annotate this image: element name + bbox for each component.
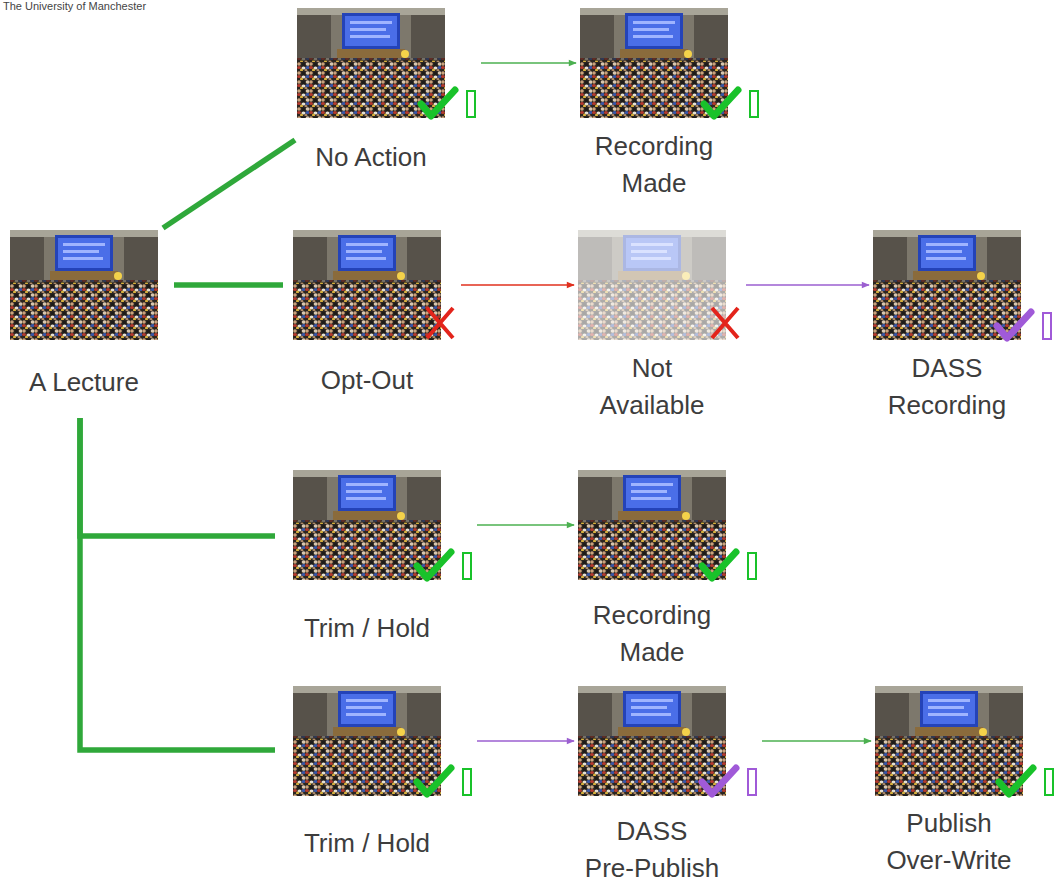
- caption-line: Available: [578, 387, 726, 424]
- lecture-hall-image: [293, 230, 441, 340]
- caption-line: Recording: [580, 128, 728, 165]
- node-caption: DASS Recording: [873, 350, 1021, 424]
- caption-line: DASS: [873, 350, 1021, 387]
- lecture-photo: [10, 230, 158, 342]
- caption-line: Recording: [578, 597, 726, 634]
- node-caption: Opt-Out: [293, 362, 441, 399]
- lecture-hall-image: [578, 230, 726, 340]
- caption-line: Made: [578, 634, 726, 671]
- connector-line: [746, 284, 869, 285]
- connector-line: [762, 740, 871, 741]
- lecture-photo: [580, 8, 762, 120]
- lecture-photo: [578, 686, 760, 798]
- status-mark: [702, 552, 756, 579]
- lecture-hall-image: [10, 230, 158, 340]
- status-mark: [999, 768, 1053, 795]
- status-mark: [417, 768, 471, 795]
- lecture-node: Not Available: [578, 230, 744, 424]
- node-caption: Recording Made: [578, 597, 726, 671]
- lecture-node: Recording Made: [578, 470, 760, 671]
- node-caption: Not Available: [578, 350, 726, 424]
- connector-line: [481, 62, 576, 63]
- caption-line: DASS: [578, 813, 726, 850]
- lecture-photo: [578, 230, 744, 342]
- node-caption: Recording Made: [580, 128, 728, 202]
- status-mark: [712, 308, 738, 338]
- node-caption: Publish Over-Write: [875, 805, 1023, 879]
- connector-line: [477, 740, 574, 741]
- status-mark: [427, 308, 453, 338]
- status-mark: [417, 552, 471, 579]
- caption-line: Made: [580, 165, 728, 202]
- connector-line: [174, 282, 283, 288]
- caption-line: Over-Write: [875, 842, 1023, 879]
- caption-line: Publish: [875, 805, 1023, 842]
- lecture-photo: [293, 470, 475, 582]
- lecture-node: DASS Pre-Publish: [578, 686, 760, 886]
- lecture-node: Recording Made: [580, 8, 762, 202]
- caption-line: Recording: [873, 387, 1021, 424]
- node-caption: A Lecture: [10, 364, 158, 401]
- lecture-node: Opt-Out: [293, 230, 459, 399]
- lecture-node: No Action: [297, 8, 479, 176]
- lecture-node: Trim / Hold: [293, 686, 475, 862]
- lecture-node: Trim / Hold: [293, 470, 475, 647]
- status-mark: [704, 90, 758, 117]
- node-caption: Trim / Hold: [293, 825, 441, 862]
- university-name: The University of Manchester: [3, 0, 146, 12]
- caption-line: Not: [578, 350, 726, 387]
- caption-line: Pre-Publish: [578, 850, 726, 886]
- connector-line: [477, 524, 574, 525]
- lecture-node: A Lecture: [10, 230, 158, 401]
- status-mark: [702, 768, 756, 795]
- lecture-node: Publish Over-Write: [875, 686, 1054, 879]
- lecture-node: DASS Recording: [873, 230, 1053, 424]
- lecture-photo: [875, 686, 1054, 798]
- lecture-photo: [873, 230, 1053, 342]
- lecture-photo: [293, 686, 475, 798]
- connector-line: [80, 418, 275, 750]
- lecture-photo: [293, 230, 459, 342]
- connector-line: [163, 140, 295, 228]
- node-caption: Trim / Hold: [293, 610, 441, 647]
- connector-line: [461, 284, 574, 285]
- connector-line: [80, 418, 275, 536]
- lecture-photo: [297, 8, 479, 120]
- status-mark: [421, 90, 475, 117]
- node-caption: No Action: [297, 139, 445, 176]
- lecture-photo: [578, 470, 760, 582]
- status-mark: [997, 312, 1051, 339]
- node-caption: DASS Pre-Publish: [578, 813, 726, 886]
